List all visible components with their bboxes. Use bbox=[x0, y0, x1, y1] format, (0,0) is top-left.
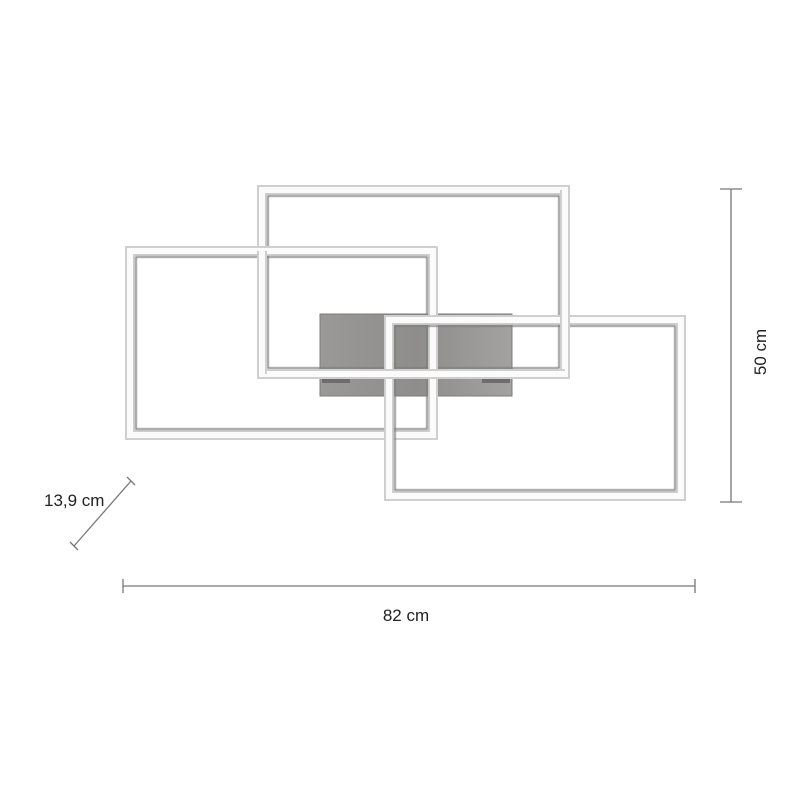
frame-top-overlap bbox=[257, 190, 570, 379]
height-dimension bbox=[720, 188, 742, 503]
width-dimension bbox=[122, 579, 696, 593]
frame-left bbox=[125, 246, 438, 440]
mount-bracket-right bbox=[482, 377, 510, 383]
frame-right bbox=[384, 315, 686, 501]
depth-label: 13,9 cm bbox=[44, 491, 104, 510]
height-label: 50 cm bbox=[751, 329, 770, 375]
mount-bracket-left bbox=[322, 377, 350, 383]
depth-dimension bbox=[69, 476, 136, 551]
mount-plate bbox=[319, 313, 513, 397]
lamp-frames bbox=[125, 185, 686, 501]
width-label: 82 cm bbox=[383, 606, 429, 625]
